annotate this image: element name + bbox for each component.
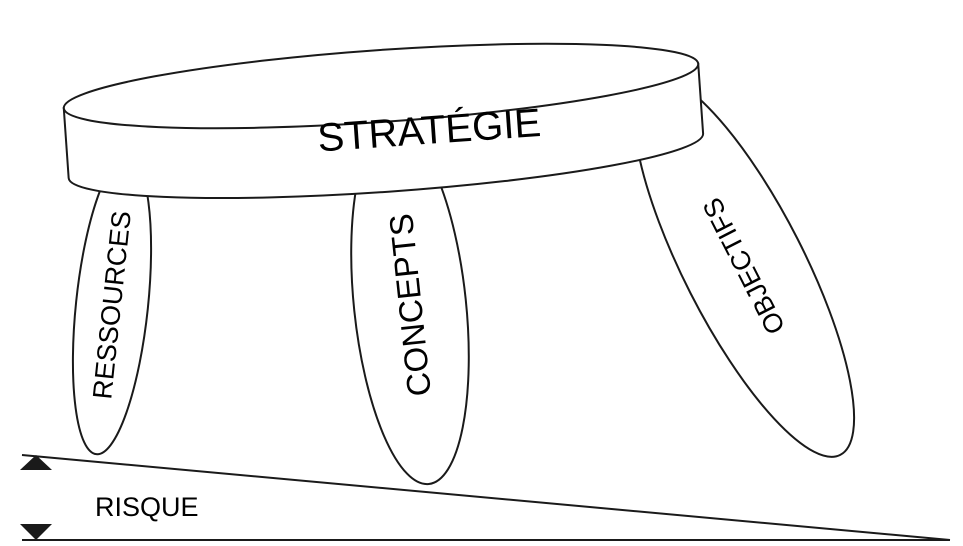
risk-arrow-down-icon	[20, 524, 52, 540]
strategy-seat: STRATÉGIE	[62, 42, 705, 200]
leg-concepts: CONCEPTS	[350, 124, 470, 486]
risk-label: RISQUE	[95, 492, 199, 522]
risk-arrow-up-icon	[20, 455, 52, 470]
risk-wedge-top-line	[21, 454, 951, 541]
leg-ressources: RESSOURCES	[71, 154, 153, 456]
risk-wedge: RISQUE	[20, 454, 951, 541]
seat-top	[62, 42, 700, 130]
